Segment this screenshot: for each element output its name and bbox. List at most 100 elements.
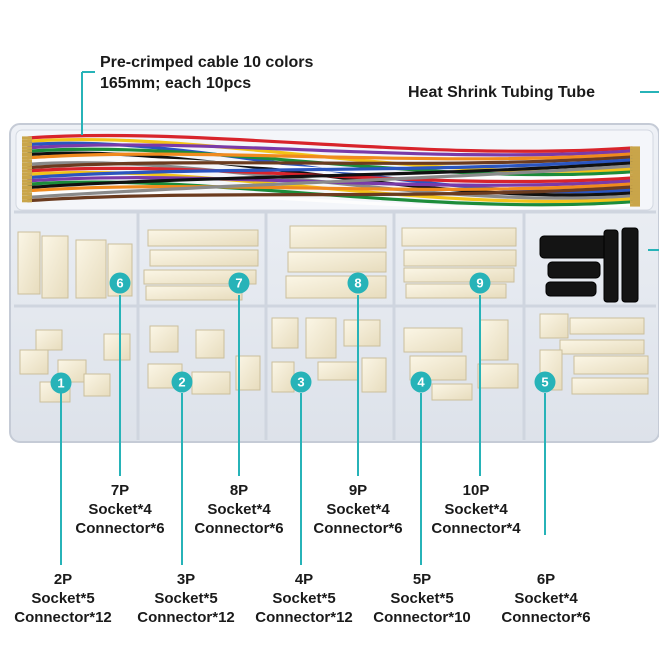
- crimp-terminal: [630, 167, 640, 171]
- heat-shrink-callout: Heat Shrink Tubing Tube: [408, 84, 595, 101]
- spec-label-9p: 9P Socket*4 Connector*6: [302, 481, 414, 538]
- crimp-terminal: [630, 182, 640, 186]
- crimp-terminal: [22, 146, 32, 150]
- spec-pins: 4P: [294, 571, 314, 588]
- spec-socket: Socket*5: [272, 590, 336, 607]
- crimp-terminal: [22, 136, 32, 140]
- compartment-marker: [290, 371, 312, 393]
- crimp-terminal: [630, 188, 640, 192]
- crimp-terminal: [630, 146, 640, 150]
- cable-wire: [26, 164, 634, 199]
- crimp-terminal: [22, 152, 32, 157]
- spec-label-3p: 3P Socket*5 Connector*12: [128, 570, 244, 627]
- compartment-marker: [410, 371, 432, 393]
- crimp-terminal: [630, 179, 640, 183]
- crimp-terminal: [630, 176, 640, 180]
- cable-callout-line1: Pre-crimped cable 10 colors: [100, 54, 314, 71]
- crimp-terminal: [630, 194, 640, 198]
- spec-connector: Connector*12: [137, 609, 235, 626]
- spec-connector: Connector*6: [313, 520, 403, 537]
- spec-connector: Connector*6: [75, 520, 165, 537]
- compartment-marker: [534, 371, 556, 393]
- spec-pins: 8P: [229, 482, 249, 499]
- compartment-number: 6: [116, 276, 123, 291]
- crimp-terminal: [22, 179, 32, 183]
- spec-connector: Connector*12: [255, 609, 353, 626]
- cable-wire: [26, 143, 634, 157]
- crimp-terminal: [630, 200, 640, 204]
- crimp-terminal: [22, 172, 32, 176]
- crimp-terminal: [630, 185, 640, 189]
- crimp-terminal: [630, 170, 640, 174]
- crimp-terminal: [22, 159, 32, 163]
- crimp-terminal: [630, 191, 640, 195]
- spec-pins: 5P: [412, 571, 432, 588]
- crimp-terminal: [22, 156, 32, 160]
- crimp-terminal: [630, 164, 640, 168]
- crimp-terminal: [22, 176, 32, 180]
- compartment-marker: [469, 272, 491, 294]
- spec-connector: Connector*4: [431, 520, 521, 537]
- cable-wire: [26, 161, 634, 190]
- spec-connector: Connector*6: [194, 520, 284, 537]
- cable-wire: [26, 158, 634, 180]
- spec-connector: Connector*12: [14, 609, 112, 626]
- compartment-number: 1: [57, 376, 64, 391]
- cable-wire: [26, 133, 634, 153]
- crimp-terminal: [22, 195, 32, 199]
- spec-socket: Socket*4: [88, 501, 152, 518]
- crimp-terminal: [22, 189, 32, 193]
- crimp-terminal: [22, 199, 32, 203]
- spec-pins: 3P: [176, 571, 196, 588]
- spec-socket: Socket*4: [514, 590, 578, 607]
- cable-callout-line2: 165mm; each 10pcs: [100, 75, 252, 92]
- compartment-number: 7: [235, 276, 242, 291]
- compartment-number: 5: [541, 375, 548, 390]
- cable-wire: [26, 155, 634, 170]
- connector-parts: [17, 225, 649, 403]
- callout-lines: [60, 71, 659, 565]
- spec-label-4p: 4P Socket*5 Connector*12: [246, 570, 362, 627]
- crimp-terminal: [630, 161, 640, 165]
- compartment-marker: [347, 272, 369, 294]
- pre-crimped-cables: [22, 133, 640, 210]
- compartment-number: 4: [417, 375, 425, 390]
- spec-socket: Socket*5: [390, 590, 454, 607]
- spec-connector: Connector*6: [501, 609, 591, 626]
- spec-label-6p: 6P Socket*4 Connector*6: [490, 570, 602, 627]
- spec-socket: Socket*5: [31, 590, 95, 607]
- cable-wire: [26, 152, 634, 161]
- crimp-terminal: [630, 197, 640, 201]
- crimp-terminal: [630, 149, 640, 153]
- spec-pins: 10P: [462, 482, 490, 499]
- compartment-number: 2: [178, 375, 185, 390]
- crimp-terminal: [630, 152, 640, 156]
- spec-pins: 2P: [53, 571, 73, 588]
- spec-label-8p: 8P Socket*4 Connector*6: [183, 481, 295, 538]
- spec-socket: Socket*4: [326, 501, 390, 518]
- compartment-number: 3: [297, 375, 304, 390]
- crimp-terminal: [22, 149, 32, 153]
- spec-socket: Socket*4: [207, 501, 271, 518]
- spec-connector: Connector*10: [373, 609, 471, 626]
- cable-wire: [26, 182, 634, 193]
- spec-pins: 9P: [348, 482, 368, 499]
- compartment-marker: [171, 371, 193, 393]
- crimp-terminal: [630, 155, 640, 159]
- spec-socket: Socket*5: [154, 590, 218, 607]
- crimp-terminal: [630, 158, 640, 162]
- crimp-terminal: [22, 162, 32, 166]
- crimp-terminal: [22, 139, 32, 143]
- cable-callout: Pre-crimped cable 10 colors 165mm; each …: [100, 52, 313, 94]
- cable-wire: [26, 185, 634, 203]
- crimp-terminal: [22, 169, 32, 173]
- spec-label-5p: 5P Socket*5 Connector*10: [364, 570, 480, 627]
- spec-label-7p: 7P Socket*4 Connector*6: [64, 481, 176, 538]
- crimp-terminal: [22, 143, 32, 147]
- spec-label-10p: 10P Socket*4 Connector*4: [420, 481, 532, 538]
- compartment-number: 9: [476, 276, 483, 291]
- spec-label-2p: 2P Socket*5 Connector*12: [6, 570, 120, 627]
- compartment-marker: [50, 372, 72, 394]
